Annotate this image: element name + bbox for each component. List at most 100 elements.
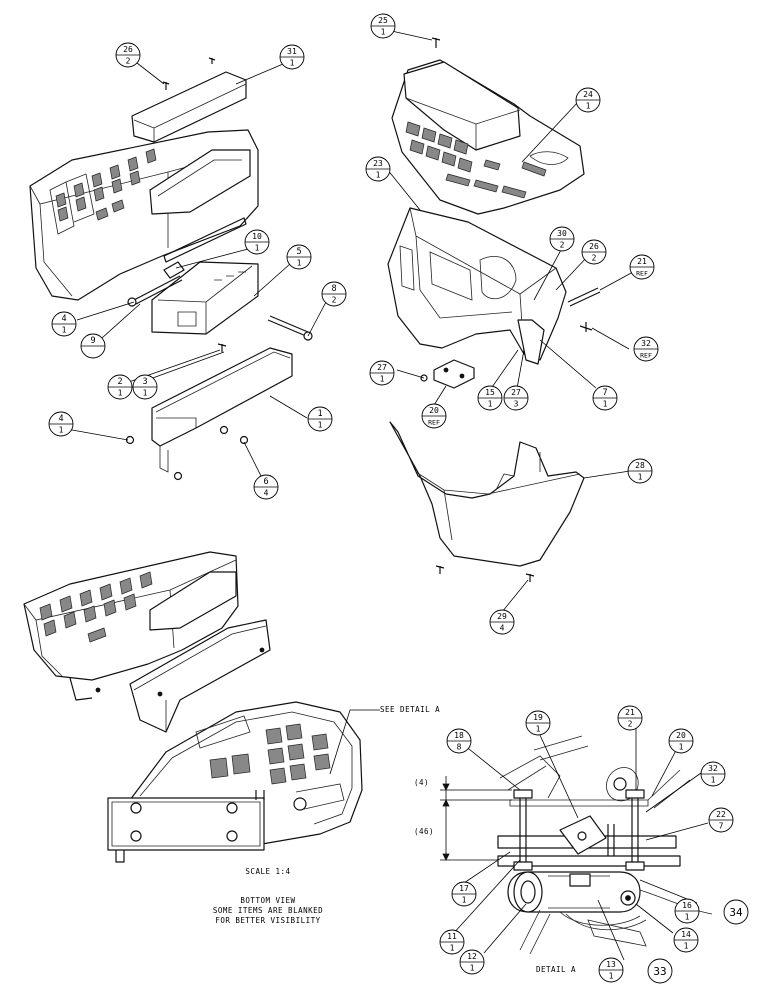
balloon-b17: 171 (451, 881, 477, 907)
balloon-item-number: 1 (317, 409, 322, 419)
balloon-quantity: 2 (592, 254, 597, 263)
bottom-view-note: BOTTOM VIEW (240, 896, 295, 905)
balloon-item-number: 17 (459, 884, 469, 893)
balloon-quantity: 1 (376, 171, 381, 180)
balloon-b22: 227 (708, 807, 734, 833)
balloon-item-number: 13 (606, 960, 616, 969)
balloon-b13: 131 (598, 957, 624, 983)
see-detail-note: SEE DETAIL A (380, 705, 440, 714)
balloon-quantity: 4 (264, 489, 269, 498)
balloon-item-number: 26 (123, 45, 133, 54)
scale-note: SCALE 1:4 (245, 867, 290, 876)
balloon-item-number: 22 (716, 810, 726, 819)
keypad-top-right (405, 121, 569, 199)
balloon-b31: 311 (279, 44, 305, 70)
balloon-quantity: 1 (536, 725, 541, 734)
balloon-b27b: 273 (503, 385, 529, 411)
balloon-item-number: 23 (373, 159, 383, 168)
balloon-b4b: 41 (48, 411, 74, 437)
balloon-b3: 31 (132, 374, 158, 400)
balloon-item-number: 6 (263, 477, 268, 487)
balloon-item-number: 20 (676, 731, 686, 740)
balloon-quantity: 2 (628, 720, 633, 729)
balloon-item-number: 24 (583, 90, 593, 99)
balloon-item-number: 4 (58, 414, 63, 424)
balloon-quantity: 1 (609, 972, 614, 981)
balloon-item-number: 18 (454, 731, 464, 740)
balloon-item-number: 15 (485, 388, 495, 397)
balloon-b30: 302 (549, 226, 575, 252)
bottom-keypad (209, 723, 331, 785)
balloon-item-number: 21 (625, 708, 635, 717)
balloon-quantity: 1 (381, 28, 386, 37)
balloon-b5: 51 (286, 244, 312, 270)
detail-a-label: DETAIL A (536, 965, 576, 974)
balloon-item-number: 27 (511, 388, 521, 397)
balloon-b4a: 41 (51, 311, 77, 337)
balloon-b6: 64 (253, 474, 279, 500)
balloon-b1: 11 (307, 406, 333, 432)
balloon-b2: 21 (107, 374, 133, 400)
balloon-item-number: 11 (447, 932, 457, 941)
balloon-quantity: REF (640, 352, 652, 360)
balloon-b15: 151 (477, 385, 503, 411)
visibility-note: FOR BETTER VISIBILITY (215, 916, 320, 925)
balloon-item-number: 5 (296, 247, 301, 257)
balloon-b29: 294 (489, 609, 515, 635)
balloon-item-number: 2 (117, 377, 122, 387)
balloon-b14: 141 (673, 927, 699, 953)
balloon-item-number: 14 (681, 930, 691, 939)
balloon-quantity: 1 (255, 244, 260, 253)
keypad-top-left (49, 148, 157, 235)
leader-lines (60, 29, 709, 961)
balloon-quantity: 1 (318, 421, 323, 430)
balloon-quantity: REF (636, 270, 648, 278)
balloon-b26a: 262 (115, 42, 141, 68)
dimension-small: (4) (414, 778, 429, 787)
balloon-b25: 251 (370, 13, 396, 39)
top-left-assembly (29, 57, 313, 481)
balloon-quantity: 3 (514, 400, 519, 409)
balloon-b9: 9 (80, 333, 106, 359)
balloon-item-number: 30 (557, 229, 567, 238)
balloon-quantity: 1 (59, 426, 64, 435)
balloon-item-number: 16 (682, 901, 692, 910)
balloon-b8: 82 (321, 281, 347, 307)
keypad-assembled (39, 571, 153, 643)
callout-33-text: 33 (653, 965, 666, 978)
assembled-console (23, 551, 271, 733)
balloon-quantity: 1 (380, 375, 385, 384)
balloon-b24: 241 (575, 87, 601, 113)
balloon-b11: 111 (439, 929, 465, 955)
balloon-b21b: 212 (617, 705, 643, 731)
top-right-assembly (387, 37, 601, 582)
balloon-quantity: 1 (638, 473, 643, 482)
balloon-quantity: 8 (457, 743, 462, 752)
callout-34-text: 34 (729, 906, 743, 919)
callout-33: 33 (647, 958, 673, 984)
balloon-b7: 71 (592, 385, 618, 411)
balloon-item-number: 26 (589, 242, 599, 251)
balloon-b28: 281 (627, 458, 653, 484)
balloon-b12: 121 (459, 949, 485, 975)
detail-a: (4) (46) (414, 735, 713, 955)
balloon-quantity: 1 (62, 326, 67, 335)
balloon-quantity: 7 (719, 822, 724, 831)
bottom-view (107, 701, 380, 863)
balloon-quantity: 1 (118, 389, 123, 398)
balloon-quantity: 1 (684, 942, 689, 951)
balloon-quantity: 1 (488, 400, 493, 409)
balloon-quantity: 1 (143, 389, 148, 398)
dimension-large: (46) (414, 827, 434, 836)
balloon-quantity: 1 (462, 896, 467, 905)
balloon-quantity: 1 (290, 59, 295, 68)
balloon-quantity: 1 (685, 913, 690, 922)
balloon-item-number: 10 (252, 232, 262, 241)
balloon-quantity: 1 (297, 259, 302, 268)
items-blanked-note: SOME ITEMS ARE BLANKED (213, 906, 323, 915)
balloon-item-number: 29 (497, 612, 507, 621)
